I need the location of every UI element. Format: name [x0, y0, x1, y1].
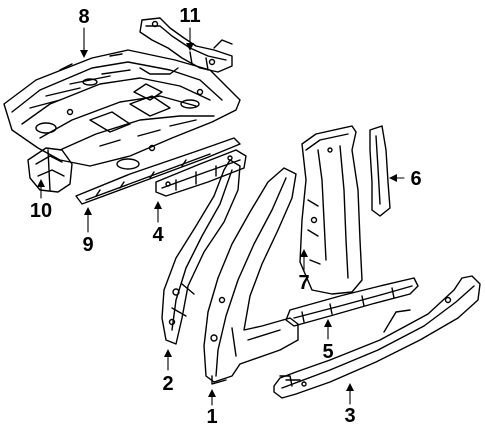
rear-crossmember-part [139, 17, 233, 73]
callout-11: 11 [179, 5, 201, 27]
rocker-panel-inner-part [285, 277, 419, 327]
rocker-extension-part [75, 137, 241, 205]
callout-2: 2 [162, 373, 174, 395]
callout-5: 5 [322, 341, 334, 363]
floor-pan-part [3, 49, 241, 170]
front-floor-bracket-part [27, 147, 73, 193]
center-pillar-part [299, 125, 363, 295]
center-pillar-reinforcement-part [369, 125, 391, 217]
callout-9: 9 [82, 234, 94, 256]
rocker-reinforcement-part [155, 149, 247, 197]
callout-8: 8 [78, 6, 90, 28]
callout-1: 1 [206, 406, 218, 428]
callout-10: 10 [29, 200, 53, 222]
callout-6: 6 [410, 168, 422, 190]
callout-7: 7 [298, 272, 310, 294]
callout-3: 3 [344, 405, 356, 427]
leader-lines [37, 27, 405, 406]
rocker-panel-outer-part [273, 275, 481, 399]
front-hinge-pillar-outer-part [203, 167, 299, 385]
front-hinge-pillar-inner-part [161, 159, 241, 345]
callout-4: 4 [152, 224, 164, 246]
